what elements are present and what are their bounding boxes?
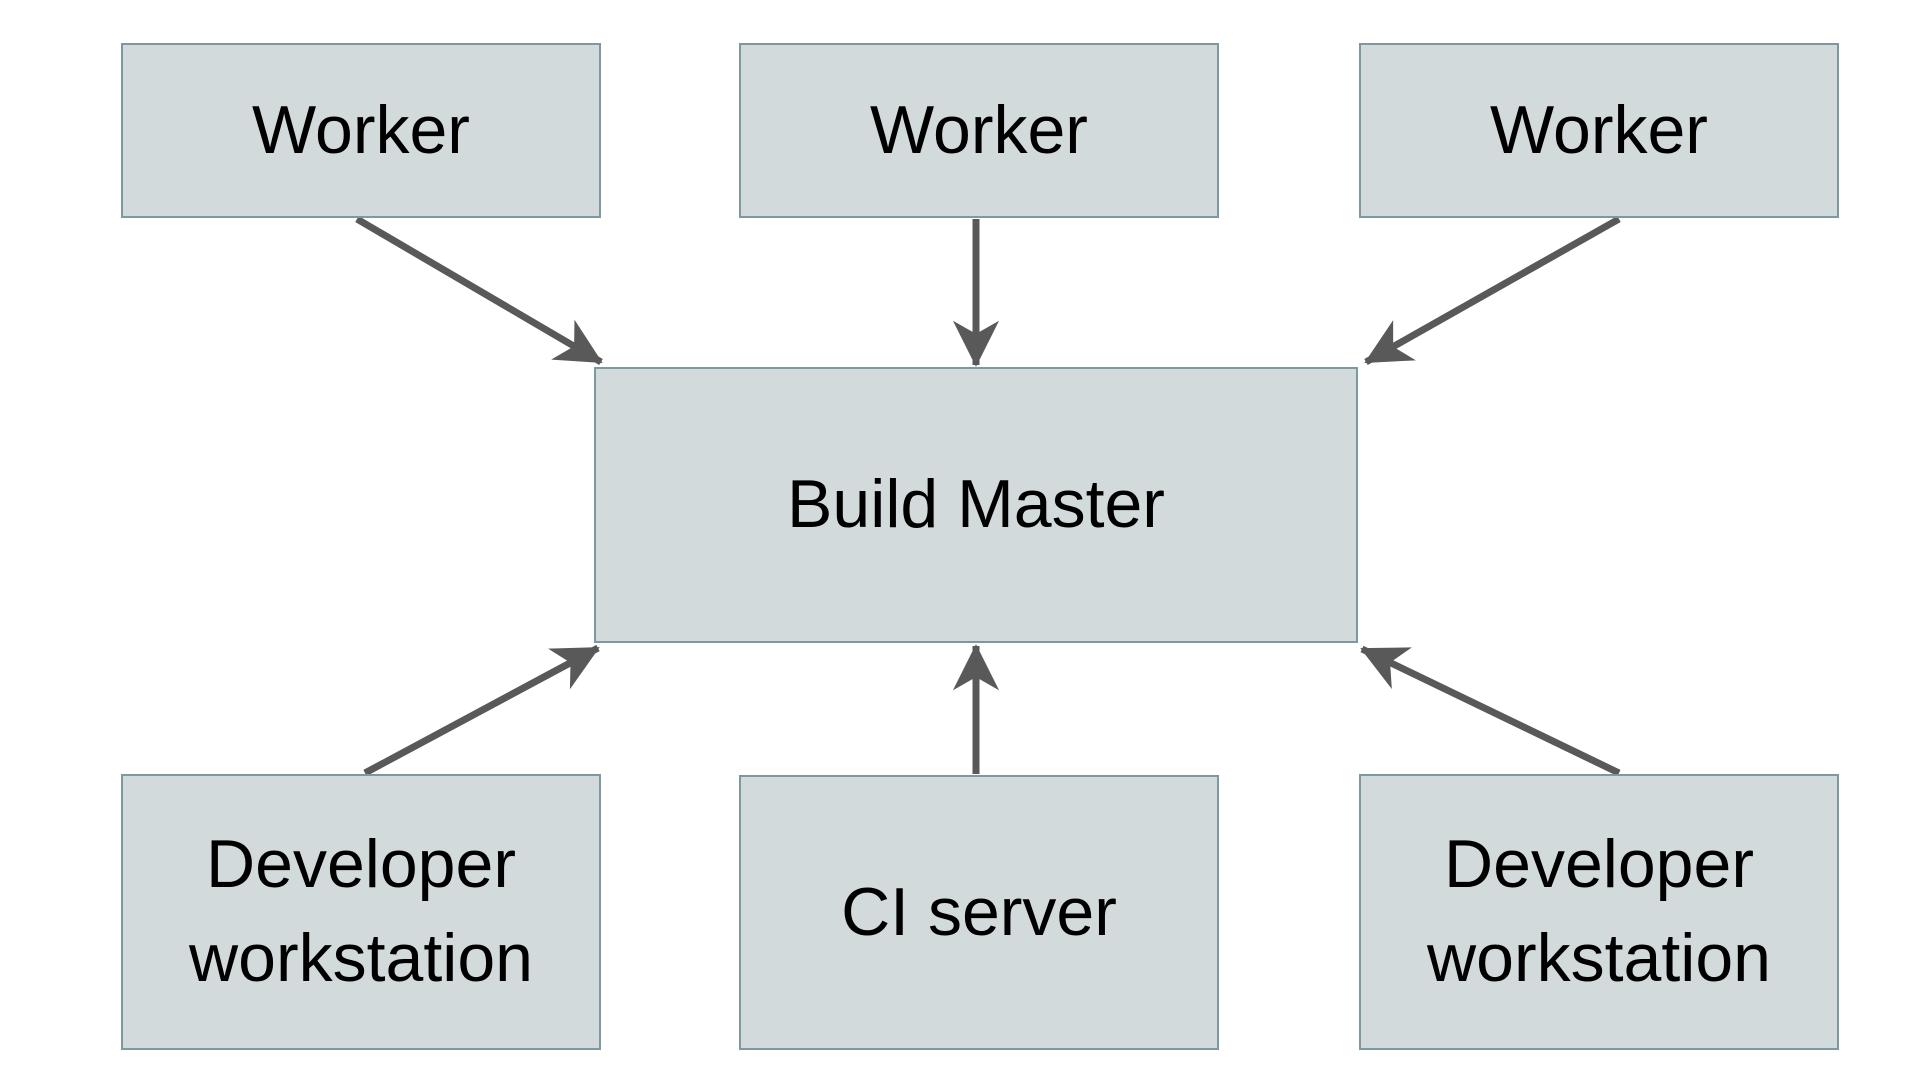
node-worker-1: Worker <box>121 43 601 218</box>
node-developer-workstation-right-label: Developer workstation <box>1427 826 1771 996</box>
node-build-master-label: Build Master <box>787 466 1165 543</box>
node-worker-1-label: Worker <box>252 91 470 168</box>
node-developer-workstation-left: Developer workstation <box>121 774 601 1050</box>
node-developer-workstation-left-label: Developer workstation <box>189 826 533 996</box>
node-worker-3-label: Worker <box>1490 91 1708 168</box>
node-worker-2-label: Worker <box>870 91 1088 168</box>
arrow-worker3-to-buildmaster <box>1364 215 1621 366</box>
node-worker-3: Worker <box>1359 43 1839 218</box>
node-build-master: Build Master <box>594 367 1358 643</box>
node-ci-server: CI server <box>739 775 1219 1050</box>
node-ci-server-label: CI server <box>841 873 1117 950</box>
arrow-devws-left-to-buildmaster <box>363 644 600 777</box>
arrow-worker1-to-buildmaster <box>355 215 603 366</box>
node-worker-2: Worker <box>739 43 1219 218</box>
node-developer-workstation-right: Developer workstation <box>1359 774 1839 1050</box>
arrow-devws-right-to-buildmaster <box>1360 645 1621 777</box>
